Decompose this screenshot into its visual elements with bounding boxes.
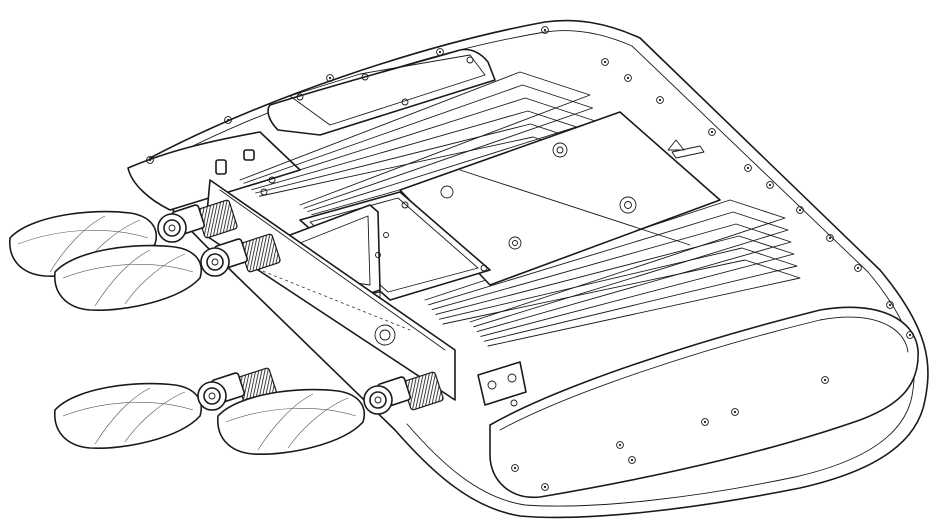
- fin: [431, 223, 792, 333]
- screw-icon: [480, 264, 488, 272]
- screw-icon: [796, 206, 804, 214]
- screw-icon: [744, 164, 752, 172]
- screw-icon: [766, 181, 774, 189]
- antenna-icon: [54, 367, 278, 450]
- screw-icon: [906, 331, 914, 339]
- screw-icon: [511, 464, 519, 472]
- antenna-paddle: [54, 382, 202, 450]
- screw-icon: [601, 58, 609, 66]
- screw-icon: [854, 264, 862, 272]
- grounding-connector: [374, 324, 396, 346]
- screw-icon: [326, 74, 334, 82]
- fin: [442, 259, 801, 347]
- screw-icon: [146, 156, 154, 164]
- screw-icon: [886, 301, 894, 309]
- screw-icon: [826, 234, 834, 242]
- fin: [239, 71, 591, 206]
- screw-icon: [701, 418, 709, 426]
- front-lip: [489, 306, 919, 499]
- fin: [247, 97, 596, 212]
- screw-icon: [401, 201, 409, 209]
- screw-icon: [624, 74, 632, 82]
- fin: [243, 84, 594, 209]
- screw-icon: [731, 408, 739, 416]
- screw-icon: [656, 96, 664, 104]
- screw-icon: [616, 441, 624, 449]
- screw-icon: [541, 483, 549, 491]
- antenna-paddle: [217, 388, 365, 456]
- antenna-paddle: [54, 244, 202, 312]
- fin: [428, 211, 789, 328]
- screw-icon: [821, 376, 829, 384]
- screw-icon: [628, 456, 636, 464]
- antenna-group: [9, 199, 444, 456]
- antenna-icon: [54, 233, 281, 312]
- screw-icon: [224, 116, 232, 124]
- housing: [127, 19, 929, 519]
- screw-icon: [541, 26, 549, 34]
- warning-triangle-icon: [667, 139, 685, 151]
- top-cover-plate: [267, 48, 496, 136]
- vent-valve: [215, 149, 255, 175]
- screw-icon: [708, 128, 716, 136]
- screw-icon: [436, 48, 444, 56]
- fin: [438, 247, 798, 342]
- perimeter-screws: [146, 26, 914, 491]
- antenna-icon: [217, 371, 444, 456]
- mount-bracket: [477, 361, 527, 407]
- fin: [435, 235, 795, 337]
